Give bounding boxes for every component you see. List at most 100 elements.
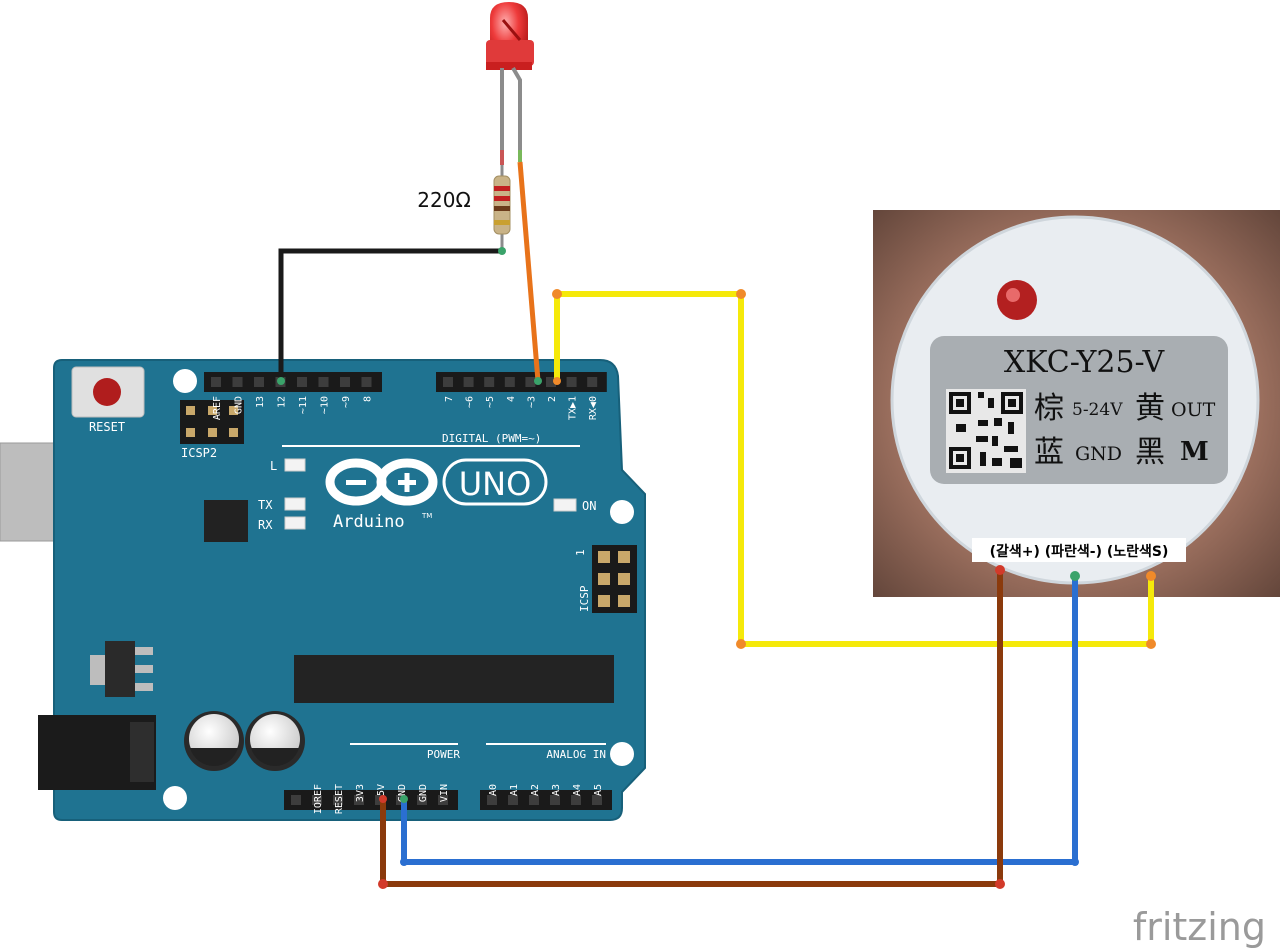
qr-code	[946, 389, 1026, 473]
pin-label: 8	[363, 396, 374, 402]
pin-label: ~3	[526, 396, 537, 408]
header-socket[interactable]	[487, 795, 497, 805]
header-socket[interactable]	[417, 795, 427, 805]
icsp2-label: ICSP2	[181, 446, 217, 460]
led-rx-label: RX	[258, 518, 273, 532]
reset-button-cap[interactable]	[93, 378, 121, 406]
pin-label: 3V3	[355, 784, 366, 802]
mount-hole	[610, 742, 634, 766]
pin-label: GND	[234, 396, 245, 414]
power-label: POWER	[427, 748, 460, 761]
led-tx	[284, 497, 306, 511]
mount-hole	[610, 500, 634, 524]
sensor-brown-char: 棕	[1034, 391, 1064, 426]
wire-orange	[517, 161, 541, 382]
pin-label: RESET	[334, 784, 345, 814]
digital-header-right	[436, 372, 607, 392]
header-socket[interactable]	[361, 377, 372, 387]
arduino-brand: Arduino	[333, 512, 405, 532]
pin-label: A3	[551, 784, 562, 796]
pin-label: 4	[506, 396, 517, 402]
header-socket[interactable]	[254, 377, 264, 387]
voltage-regulator	[90, 641, 153, 697]
pin-label: ~10	[320, 396, 331, 414]
pin-label: 13	[255, 396, 266, 408]
led-l	[284, 458, 306, 472]
icsp2-header	[180, 400, 244, 444]
header-socket[interactable]	[566, 377, 577, 387]
header-socket[interactable]	[508, 795, 518, 805]
led	[486, 2, 534, 165]
wire-brown	[380, 570, 1003, 887]
capacitor	[184, 711, 244, 771]
pin-label: IOREF	[313, 784, 324, 814]
header-socket[interactable]	[587, 377, 598, 387]
header-socket[interactable]	[571, 795, 581, 805]
sensor-black-char: 黑	[1135, 435, 1165, 470]
header-socket[interactable]	[340, 377, 350, 387]
power-header	[284, 790, 458, 810]
led-on	[553, 498, 577, 512]
header-socket[interactable]	[312, 795, 322, 805]
led-tx-label: TX	[258, 498, 273, 512]
header-socket[interactable]	[504, 377, 515, 387]
reset-label: RESET	[89, 420, 125, 434]
header-socket[interactable]	[443, 377, 453, 387]
icsp-label: ICSP	[578, 585, 591, 612]
header-socket[interactable]	[484, 377, 495, 387]
fritzing-watermark: fritzing	[1133, 905, 1266, 949]
wire-yellow	[554, 291, 1154, 647]
led-l-label: L	[270, 459, 277, 473]
pin-label: A0	[488, 784, 499, 796]
pin-label: A2	[530, 784, 541, 796]
sensor-blue-char: 蓝	[1034, 435, 1064, 470]
header-socket[interactable]	[211, 377, 221, 387]
header-socket[interactable]	[463, 377, 474, 387]
digital-pin-labels-left: AREF GND 13 12 ~11 ~10 ~9 8	[212, 396, 374, 420]
wire-label-box	[972, 538, 1186, 562]
header-socket[interactable]	[318, 377, 329, 387]
pin-label: A4	[572, 784, 583, 796]
sensor-m: M	[1180, 437, 1209, 467]
pin-label: ~6	[465, 396, 476, 408]
uno-badge	[442, 458, 548, 506]
arduino-logo	[325, 458, 438, 506]
resistor	[493, 165, 511, 250]
microcontroller-chip	[294, 655, 614, 703]
pin-label: ~11	[298, 396, 309, 414]
header-socket[interactable]	[297, 377, 307, 387]
sensor-photo: XKC-Y25-V 棕 5-24V 黄 OUT 蓝 GND 黑 M (갈색+) …	[873, 210, 1280, 597]
led-rx	[284, 516, 306, 530]
on-label: ON	[582, 499, 596, 513]
header-socket[interactable]	[529, 795, 539, 805]
pin-label: A1	[509, 784, 520, 796]
header-socket[interactable]	[550, 795, 560, 805]
pin-label: ~9	[341, 396, 352, 408]
pin-label: 5V	[376, 784, 387, 796]
header-socket[interactable]	[525, 377, 536, 387]
pin-label: TX▶1	[568, 396, 579, 420]
sensor-yellow-char: 黄	[1135, 391, 1165, 426]
icsp-header	[592, 545, 637, 613]
analog-header	[480, 790, 612, 810]
header-socket[interactable]	[354, 795, 364, 805]
wire-black	[278, 248, 502, 381]
resistor-value-label: 220Ω	[417, 188, 470, 212]
pin-label: VIN	[439, 784, 450, 802]
sensor-voltage: 5-24V	[1072, 400, 1123, 420]
header-socket[interactable]	[291, 795, 301, 805]
pin-label: AREF	[212, 396, 223, 420]
header-socket[interactable]	[592, 795, 602, 805]
header-socket[interactable]	[438, 795, 448, 805]
wire-color-labels: (갈색+) (파란색-) (노란색S)	[990, 543, 1169, 560]
header-socket[interactable]	[333, 795, 343, 805]
pin-label: 12	[277, 396, 288, 408]
header-socket[interactable]	[232, 377, 243, 387]
header-socket[interactable]	[546, 377, 556, 387]
sensor-gnd: GND	[1075, 443, 1122, 465]
board-pcb	[53, 359, 646, 821]
